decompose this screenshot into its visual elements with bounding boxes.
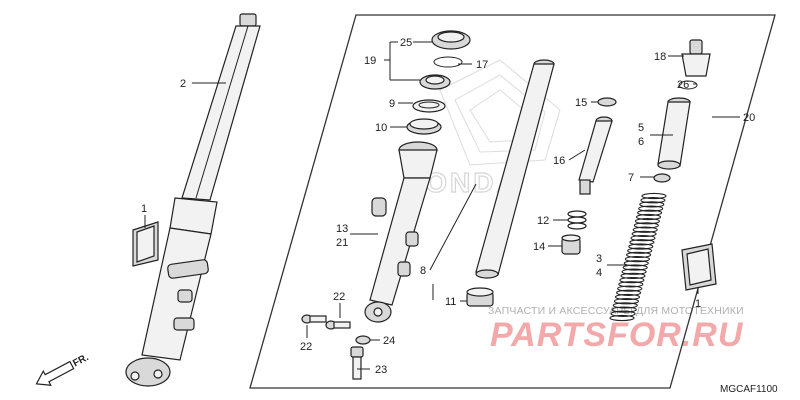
label-2: 2	[180, 78, 186, 90]
spring-coil	[624, 255, 650, 263]
spring-coil	[619, 276, 645, 284]
label-3: 3	[596, 253, 602, 265]
label-22-lower: 22	[300, 341, 312, 353]
spring-coil	[623, 260, 649, 267]
washer-24	[355, 335, 371, 345]
ring	[597, 97, 617, 107]
spring-coil	[641, 192, 667, 200]
spring-coil	[618, 281, 644, 288]
spring-coil	[630, 234, 656, 242]
spring-coil	[627, 247, 653, 254]
spring-coil	[614, 293, 641, 301]
spring-coil	[609, 314, 635, 322]
label-12: 12	[537, 215, 549, 227]
fork-assembly	[125, 13, 261, 387]
spring-coil	[612, 302, 638, 309]
spring-coil	[634, 218, 660, 225]
oil-seal	[419, 74, 451, 90]
spring-coil	[613, 298, 639, 305]
damper-rod	[578, 116, 613, 195]
spring-coil	[617, 285, 643, 292]
label-14: 14	[533, 241, 545, 253]
label-15: 15	[575, 97, 587, 109]
fr-label: FR.	[71, 352, 91, 369]
spring-coil	[640, 197, 666, 204]
spring-coil	[633, 222, 659, 229]
label-24: 24	[383, 335, 395, 347]
bolt-22-left	[301, 314, 327, 324]
label-18: 18	[654, 51, 666, 63]
spring-coil	[638, 205, 664, 212]
dust-seal-right	[681, 243, 717, 291]
spring-coil	[628, 243, 654, 250]
label-17: 17	[476, 59, 488, 71]
fork-slider	[364, 141, 438, 323]
dust-seal	[431, 30, 471, 50]
label-5: 5	[638, 122, 644, 134]
rebound-spring	[567, 210, 587, 230]
spring-coil	[610, 310, 636, 317]
spring-coil	[621, 268, 647, 275]
back-up-ring	[412, 99, 446, 113]
label-6: 6	[638, 136, 644, 148]
label-20: 20	[743, 112, 755, 124]
label-4: 4	[596, 267, 602, 279]
label-8: 8	[420, 265, 426, 277]
bolt-22-right	[325, 320, 351, 330]
label-16: 16	[553, 155, 565, 167]
leader-lines	[144, 41, 740, 370]
spring-coil	[620, 272, 646, 280]
label-26: 26	[677, 79, 689, 91]
label-11: 11	[445, 296, 456, 308]
label-9: 9	[389, 98, 395, 110]
spring-collar	[657, 97, 691, 170]
label-22-upper: 22	[333, 291, 345, 303]
label-25: 25	[400, 37, 412, 49]
label-13: 13	[336, 223, 348, 235]
spring-coil	[611, 306, 637, 313]
spring-coil	[632, 226, 658, 233]
spring-coil	[626, 251, 652, 259]
oil-lock-piece	[561, 234, 581, 255]
inner-tube	[475, 59, 555, 279]
spring-coil	[622, 264, 648, 271]
label-7: 7	[628, 172, 634, 184]
label-21: 21	[336, 237, 348, 249]
label-1-left: 1	[141, 203, 147, 215]
label-23: 23	[375, 364, 387, 376]
socket-bolt-23	[350, 346, 364, 380]
label-19: 19	[364, 55, 376, 67]
spring-coil	[635, 213, 662, 221]
guide-bushing	[406, 118, 442, 135]
dust-seal-left	[132, 221, 159, 267]
o-ring	[678, 80, 698, 90]
spring-coil	[629, 239, 655, 246]
fork-bolt	[681, 39, 711, 77]
part-labels: 2 1 25 19 17 9 10 13 21 8 11 15 16 12 14…	[141, 37, 755, 376]
fork-spring	[609, 192, 667, 322]
label-1-right: 1	[695, 298, 701, 310]
assembly-frame	[249, 14, 776, 389]
diagram-code: MGCAF1100	[720, 384, 778, 395]
front-direction-arrow: FR.	[35, 352, 91, 386]
spring-seat	[653, 173, 671, 183]
spring-coil	[616, 289, 642, 296]
slider-bushing	[466, 287, 494, 307]
site-watermark-logo: PARTSFOR.RU	[490, 316, 744, 354]
spring-coil	[639, 201, 665, 208]
spring-coil	[637, 209, 663, 216]
stopper-ring	[433, 56, 463, 68]
label-10: 10	[375, 122, 387, 134]
spring-coil	[631, 230, 657, 238]
